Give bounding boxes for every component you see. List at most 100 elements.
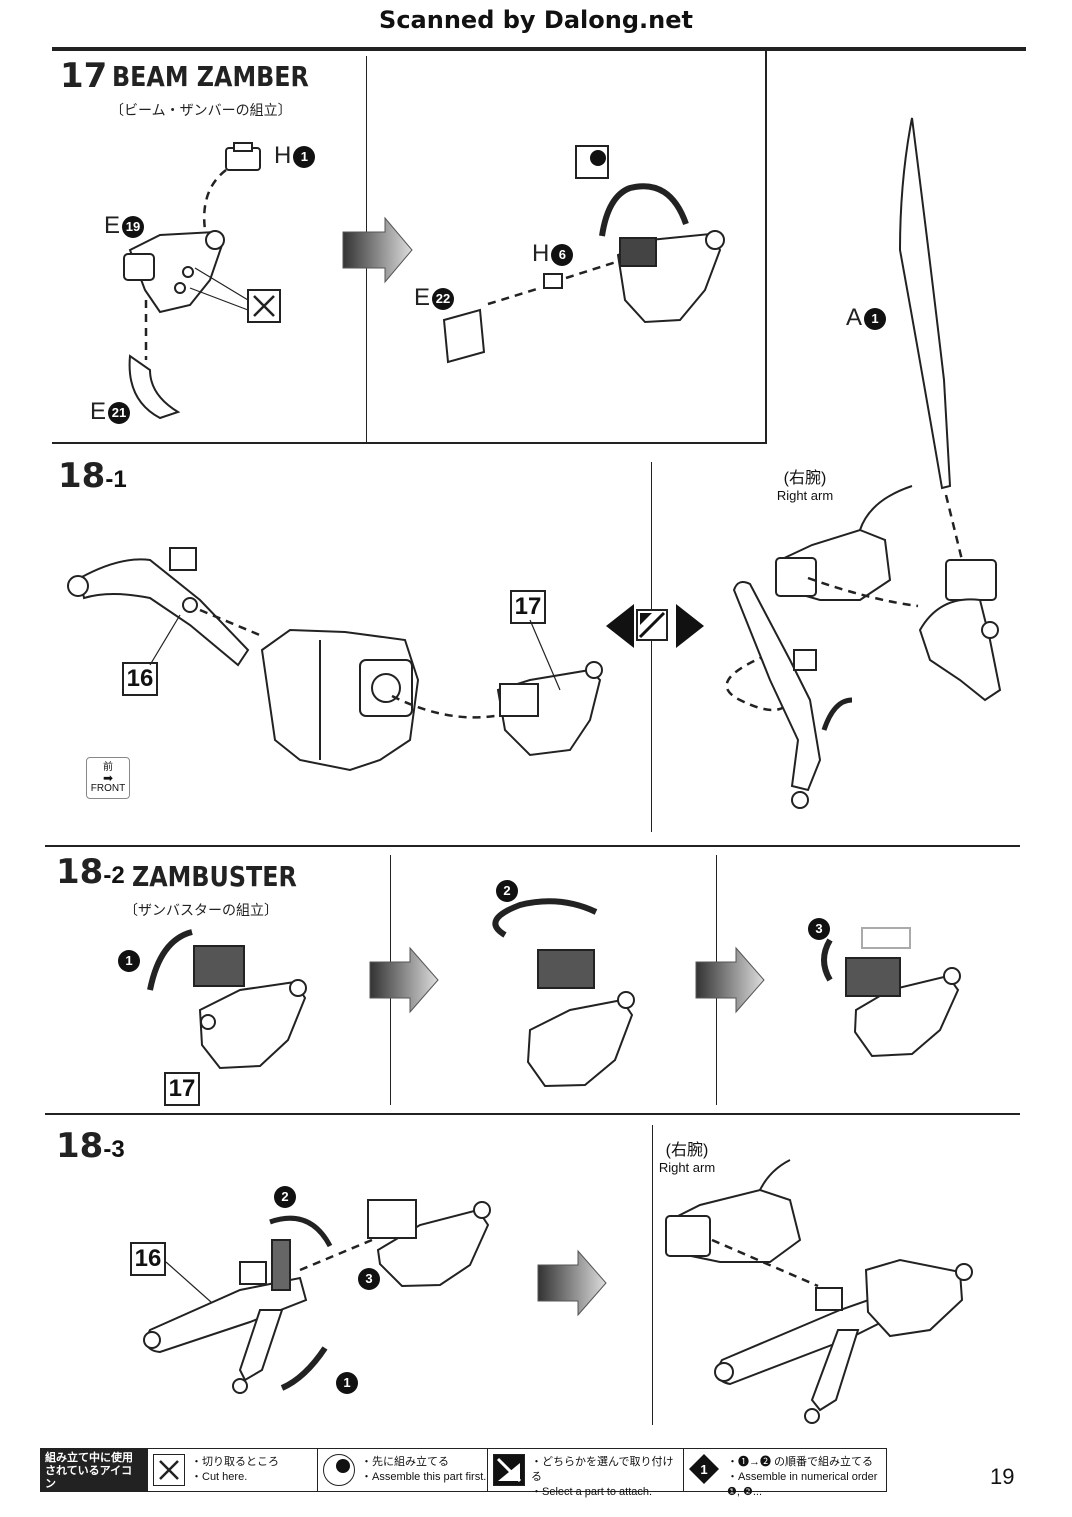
rotate-arrow	[821, 938, 833, 982]
zambuster-drawing	[67, 547, 250, 667]
legend-title-block: 組み立て中に使用 されているアイコン Symbols used in instr…	[41, 1449, 147, 1515]
assembly-dashed-path	[299, 1238, 373, 1272]
grip-17-drawing	[496, 661, 603, 757]
rotate-arrow	[821, 697, 853, 731]
select-part-icon	[606, 604, 704, 648]
front-jp: 前	[103, 762, 113, 773]
ref-box-17: 17	[164, 1072, 200, 1106]
assemble-first-icon	[323, 1454, 355, 1486]
cut-here-icon	[153, 1454, 185, 1486]
step17-bottom-rule	[52, 442, 767, 444]
assembly-dashed-path	[487, 286, 541, 306]
legend-order: 1 ・❶→❷ の順番で組み立てる ・Assemble in numerical …	[683, 1449, 885, 1498]
legend-first: ・先に組み立てる ・Assemble this part first.	[317, 1449, 488, 1491]
legend-cut: ・切り取るところ ・Cut here.	[147, 1449, 318, 1491]
legend-title-jp2: されているアイコン	[45, 1465, 133, 1490]
part-number: 21	[108, 401, 131, 424]
assembly-dashed-path	[725, 648, 792, 712]
scanned-by-header: Scanned by Dalong.net	[379, 6, 693, 34]
part-e22-drawing	[442, 308, 486, 364]
step18-1-number: 18	[58, 456, 106, 496]
assembly-dashed-path	[565, 260, 617, 280]
rotate-arrow	[147, 929, 193, 991]
step18-1-divider	[651, 462, 652, 832]
order-number: 3	[808, 918, 830, 940]
step-arrow	[369, 946, 765, 1014]
part-letter: E	[90, 398, 107, 425]
part-letter: A	[846, 304, 863, 331]
assembly-dashed-path	[203, 169, 227, 231]
icon-legend: 組み立て中に使用 されているアイコン Symbols used in instr…	[40, 1448, 887, 1515]
step18-1-sub: -1	[105, 466, 127, 493]
rotate-arrow	[599, 183, 689, 237]
step-arrow	[342, 216, 413, 284]
part-number: 1	[293, 145, 316, 168]
legend-first-text: ・先に組み立てる ・Assemble this part first.	[361, 1455, 486, 1485]
zambuster-standing-drawing	[732, 581, 822, 809]
right-arm-jp: (右腕)	[665, 1142, 709, 1159]
step17-jp-title: 〔ビーム・ザンバーの組立〕	[110, 103, 292, 119]
legend-order-jp: ・❶→❷ の順番で組み立てる	[727, 1456, 874, 1468]
step18-3-divider	[652, 1125, 653, 1425]
step18-3-heading: 18-3	[56, 1126, 125, 1166]
part-letter: H	[532, 240, 550, 267]
part-number: 1	[864, 307, 887, 330]
order-mark-1: 1	[116, 950, 140, 972]
rotate-arrow	[280, 1346, 328, 1391]
pointer-line	[149, 614, 181, 666]
assembly-dashed-path	[711, 1238, 819, 1288]
pointer-line	[529, 619, 561, 691]
legend-first-en: ・Assemble this part first.	[361, 1471, 487, 1483]
part-e21-drawing	[128, 354, 181, 420]
part-number: 19	[122, 215, 145, 238]
legend-choose-jp: ・どちらかを選んで取り付ける	[531, 1456, 674, 1483]
part-letter: E	[414, 284, 431, 311]
select-part-icon	[493, 1454, 525, 1486]
pointer-line	[189, 267, 249, 311]
rotate-arrow	[492, 898, 598, 938]
legend-first-jp: ・先に組み立てる	[361, 1456, 449, 1468]
part-h1-drawing	[225, 142, 261, 171]
order-mark-3: 3	[806, 918, 830, 940]
right-arm-en: Right arm	[658, 1160, 716, 1175]
assembly-dashed-path	[944, 494, 964, 561]
ref-box-16: 16	[122, 662, 158, 696]
right-arm-drawing	[775, 485, 913, 601]
order-mark-3: 3	[356, 1268, 380, 1290]
assembly-dashed-path	[199, 608, 263, 638]
ref-box-16: 16	[130, 1242, 166, 1276]
grip-drawing-b	[526, 949, 635, 1088]
zambuster-assembled-drawing	[714, 1258, 973, 1424]
svg-text:1: 1	[700, 1462, 707, 1477]
order-number-icon: 1	[689, 1454, 719, 1484]
rotate-arrow	[269, 1215, 333, 1248]
cut-here-icon	[247, 289, 281, 323]
grip-drawing-d	[367, 1199, 491, 1288]
legend-order-text: ・❶→❷ の順番で組み立てる ・Assemble in numerical or…	[727, 1455, 885, 1500]
assembled-grip-drawing	[616, 230, 725, 324]
right-arm-jp: (右腕)	[783, 470, 827, 487]
step18-1-bottom-rule	[45, 845, 1020, 847]
order-number: 1	[118, 950, 140, 972]
right-arm-en: Right arm	[776, 488, 834, 503]
order-mark-2: 2	[272, 1186, 296, 1208]
right-arm-drawing	[665, 1159, 802, 1263]
front-en: FRONT	[90, 783, 126, 794]
legend-cut-jp: ・切り取るところ	[191, 1456, 279, 1468]
part-number: 6	[551, 243, 574, 266]
order-number: 1	[336, 1372, 358, 1394]
ref-box-17: 17	[510, 590, 546, 624]
step18-2-jp-title: 〔ザンバスターの組立〕	[124, 903, 278, 919]
legend-choose: ・どちらかを選んで取り付ける ・Select a part to attach.	[487, 1449, 684, 1498]
assembly-dashed-path	[807, 576, 919, 608]
zambuster-drawing	[143, 1239, 308, 1394]
